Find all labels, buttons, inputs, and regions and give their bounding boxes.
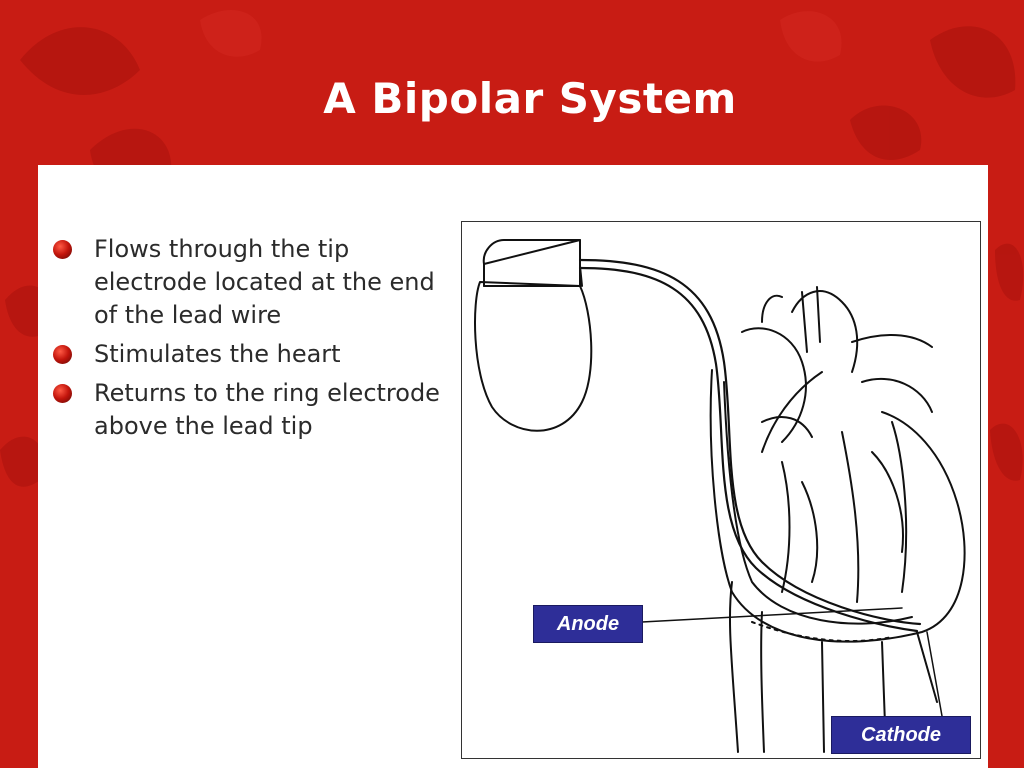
- bullet-list: Flows through the tip electrode located …: [52, 233, 442, 449]
- slide-title: A Bipolar System: [323, 74, 737, 123]
- bullet-item: Returns to the ring electrode above the …: [52, 377, 442, 443]
- bullet-dot-icon: [53, 384, 72, 403]
- cathode-label: Cathode: [831, 716, 971, 754]
- anode-label: Anode: [533, 605, 643, 643]
- bullet-text: Flows through the tip electrode located …: [94, 235, 435, 329]
- content-panel: Flows through the tip electrode located …: [38, 165, 988, 768]
- bullet-item: Stimulates the heart: [52, 338, 442, 371]
- bullet-text: Returns to the ring electrode above the …: [94, 379, 440, 440]
- pulse-generator-icon: [474, 239, 593, 432]
- bullet-text: Stimulates the heart: [94, 340, 341, 368]
- anode-pointer-line: [641, 607, 903, 623]
- heart-outline: [709, 286, 966, 753]
- bullet-item: Flows through the tip electrode located …: [52, 233, 442, 332]
- bullet-dot-icon: [53, 240, 72, 259]
- heart-pacemaker-diagram: Anode Cathode: [461, 221, 981, 759]
- cathode-pointer-line: [926, 631, 943, 717]
- bullet-dot-icon: [53, 345, 72, 364]
